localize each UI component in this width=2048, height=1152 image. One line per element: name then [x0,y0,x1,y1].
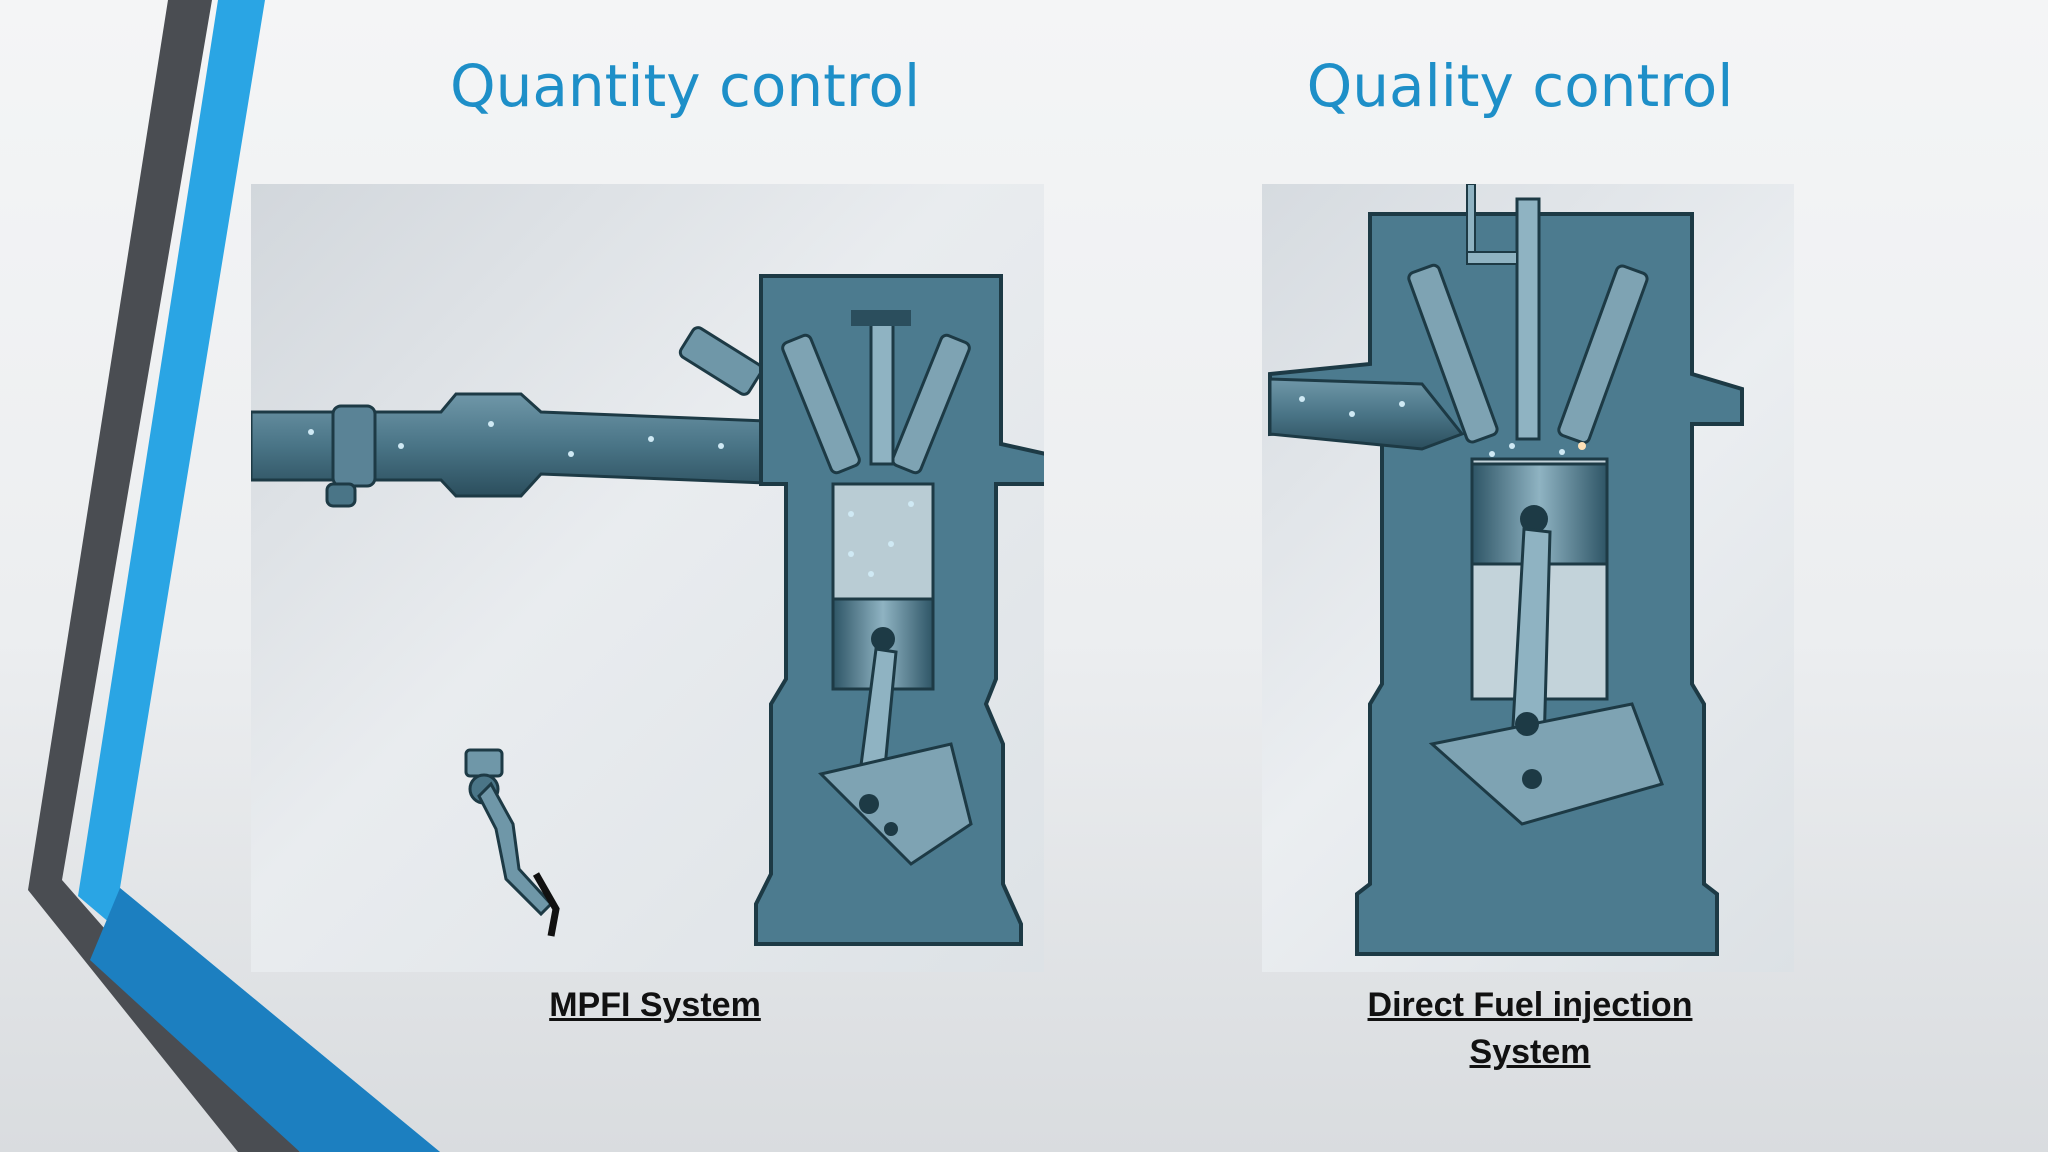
fuel-injector [678,326,764,396]
blue-stripe-lower [90,888,440,1152]
quantity-control-title: Quantity control [449,52,921,120]
direct-injection-caption-line1: Direct Fuel injection [1367,986,1693,1024]
direct-injection-caption: Direct Fuel injection System [1330,982,1730,1076]
cylinder-block [1268,212,1744,956]
dark-stripe [28,0,300,1152]
valves [781,310,971,475]
intake-manifold [251,392,808,508]
valves-and-injector [1407,184,1649,445]
fuel-mist [1299,396,1586,457]
mpfi-caption: MPFI System [549,986,761,1024]
fuel-mist [308,421,914,577]
direct-injection-caption-line2: System [1469,1033,1591,1071]
quality-control-title: Quality control [1306,52,1734,120]
blue-stripe [78,0,440,1152]
mpfi-engine-diagram [251,184,1044,972]
accelerator-pedal [464,748,560,937]
direct-injection-engine-diagram [1262,184,1794,972]
intake-port [1268,377,1465,451]
